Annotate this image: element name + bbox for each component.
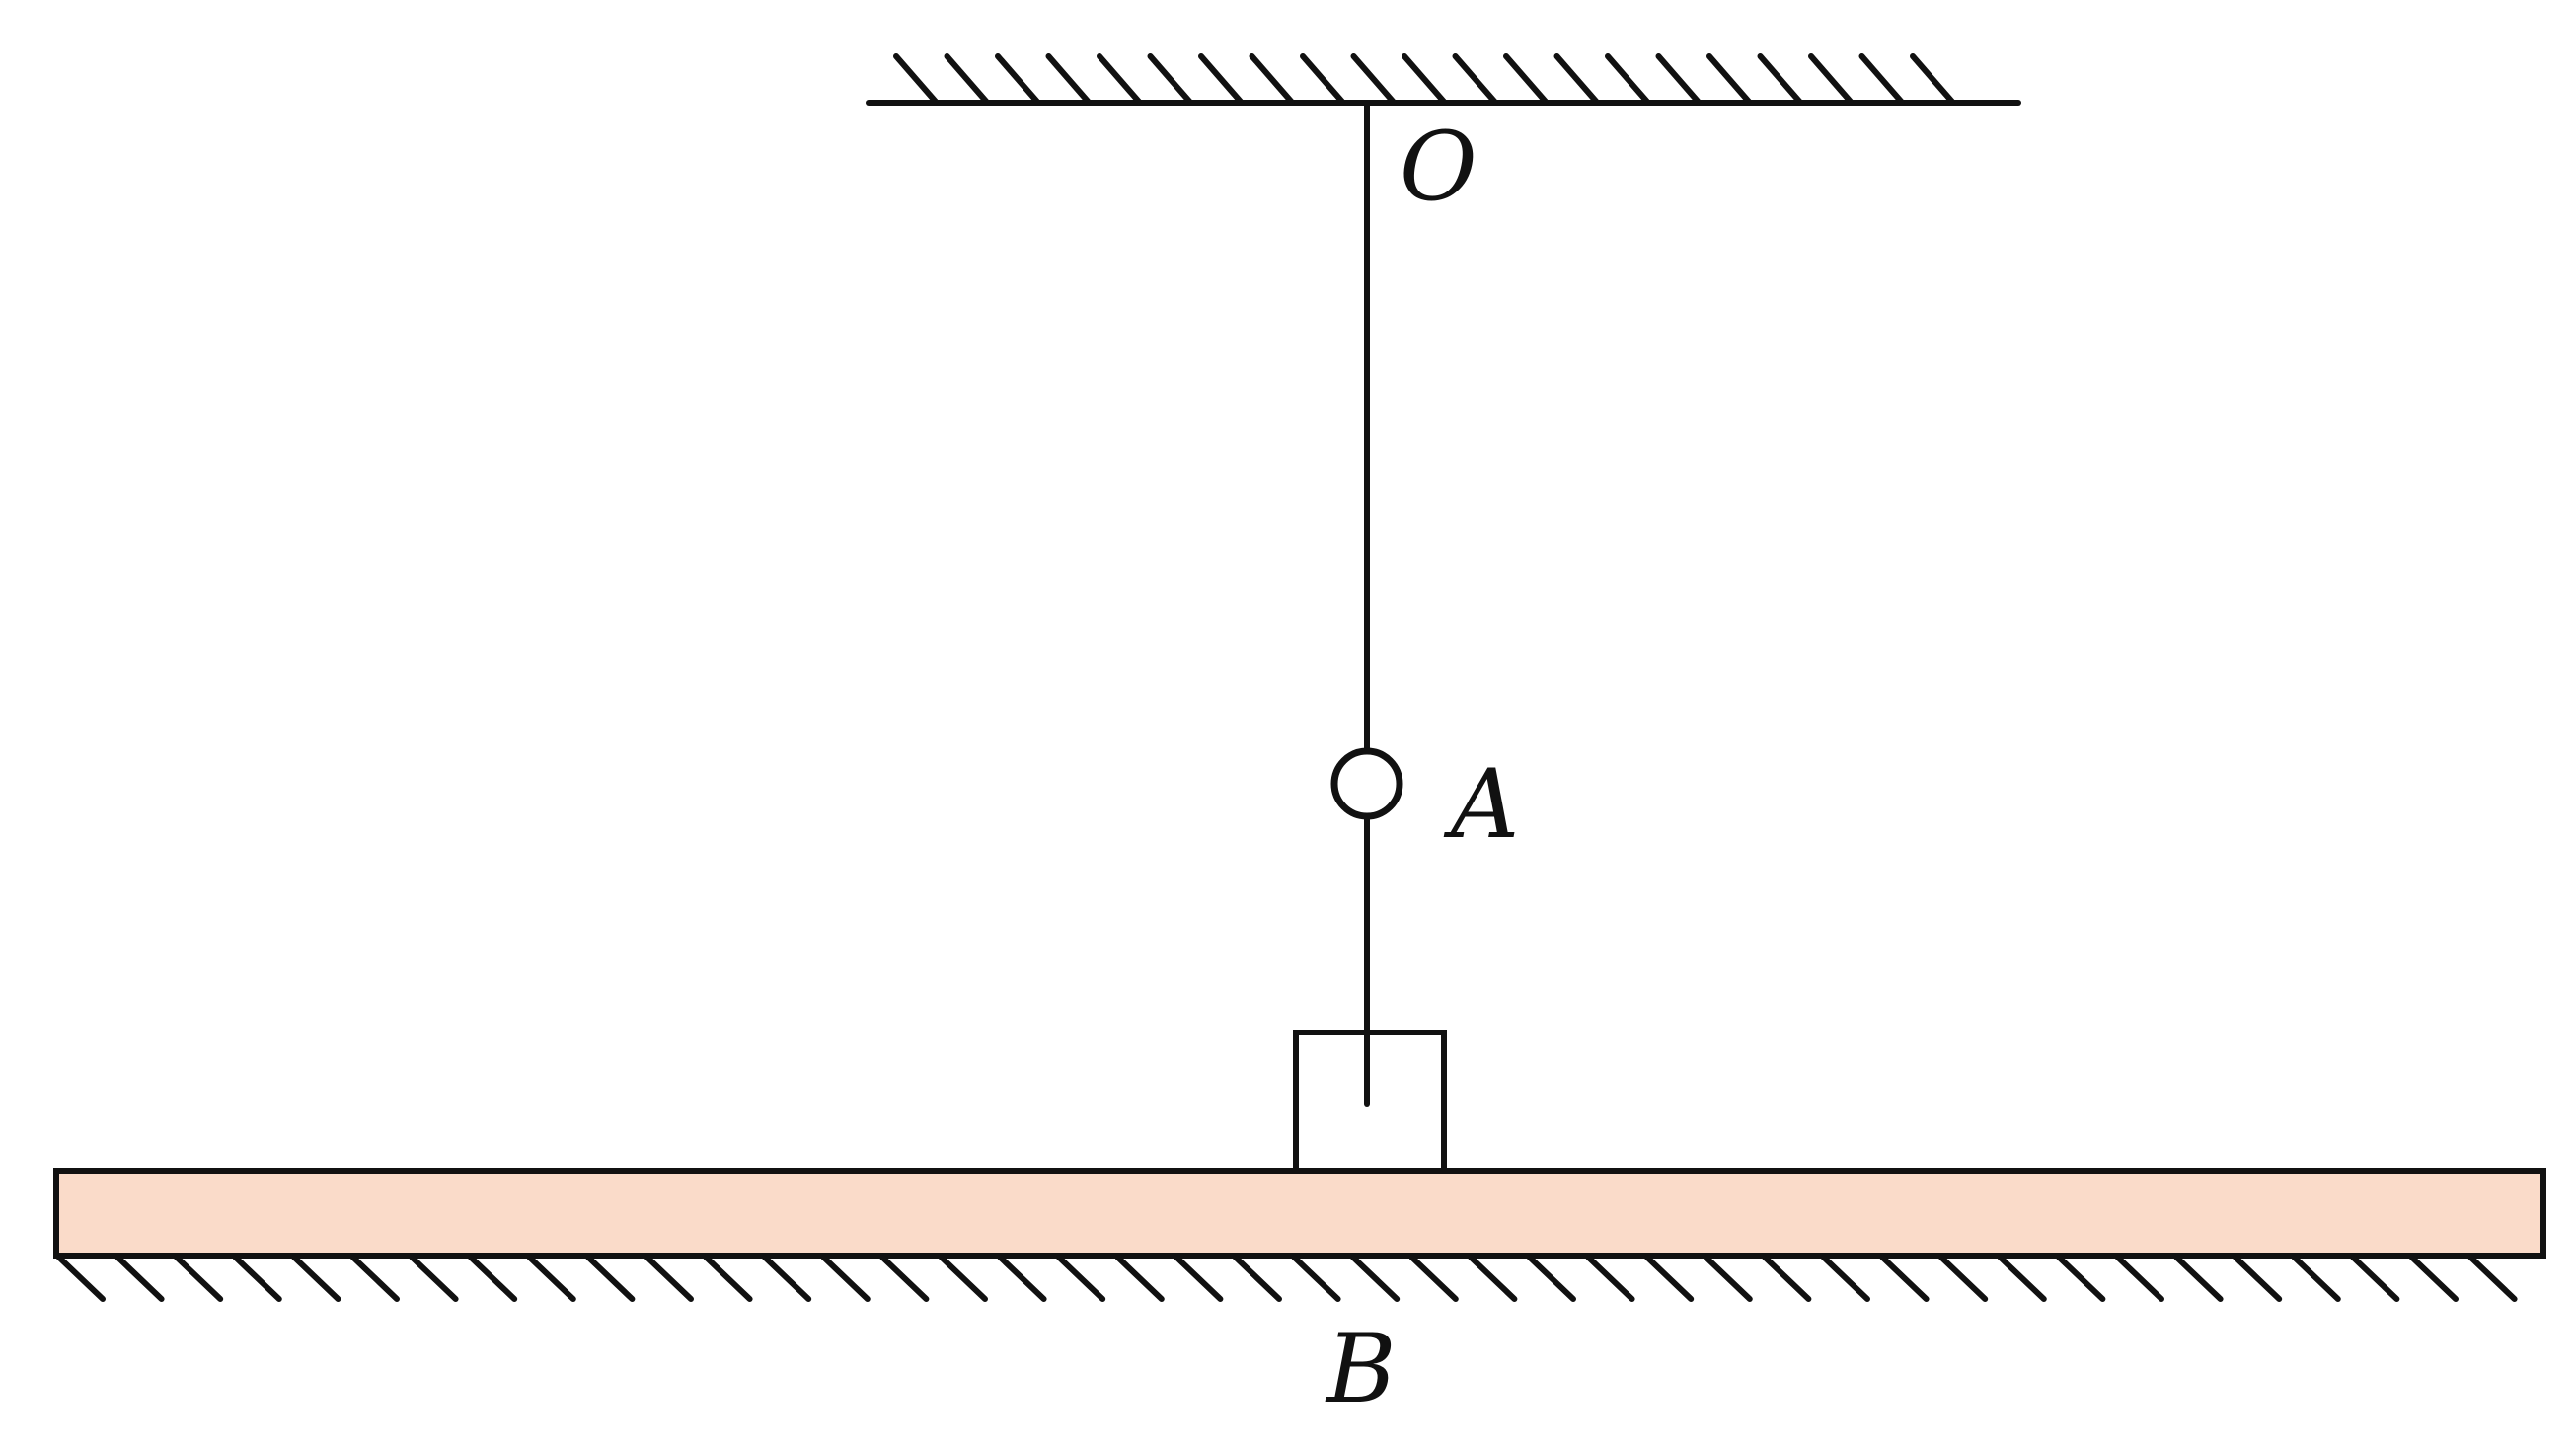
floor-hatch-mark	[644, 1255, 694, 1302]
ceiling-hatch-mark	[1503, 53, 1549, 105]
ceiling-hatch-mark	[1605, 53, 1650, 105]
floor-hatch-mark	[1644, 1255, 1695, 1302]
label-o: O	[1400, 112, 1477, 222]
ceiling-hatch-mark	[893, 53, 939, 105]
ceiling-hatch-mark	[1045, 53, 1092, 105]
floor-hatch-mark	[703, 1255, 753, 1302]
floor-hatch-mark	[291, 1255, 341, 1302]
floor-hatching	[56, 1255, 2518, 1302]
ceiling-hatch-mark	[995, 53, 1040, 105]
ceiling-hatch-mark	[1198, 53, 1244, 105]
floor-hatch-mark	[1174, 1255, 1224, 1302]
floor-hatch-mark	[1997, 1255, 2047, 1302]
ceiling-hatch-mark	[944, 53, 990, 105]
ceiling-hatch-mark	[1655, 53, 1702, 105]
ceiling	[866, 53, 2021, 106]
ceiling-hatch-mark	[1402, 53, 1447, 105]
floor-hatch-mark	[232, 1255, 282, 1302]
floor-hatch-mark	[114, 1255, 165, 1302]
ceiling-hatch-mark	[1147, 53, 1193, 105]
floor-hatch-mark	[997, 1255, 1047, 1302]
floor-hatch-mark	[939, 1255, 988, 1302]
floor-hatch-mark	[2056, 1255, 2106, 1302]
floor-hatch-mark	[468, 1255, 518, 1302]
floor-hatch-mark	[526, 1255, 576, 1302]
ceiling-hatch-mark	[1097, 53, 1142, 105]
label-b: B	[1325, 1314, 1397, 1424]
floor-hatch-mark	[1703, 1255, 1753, 1302]
ceiling-hatch-mark	[1858, 53, 1905, 105]
floor-hatch-mark	[1879, 1255, 1930, 1302]
floor-hatch-mark	[2291, 1255, 2341, 1302]
floor-hatch-mark	[174, 1255, 224, 1302]
floor-hatch-mark	[350, 1255, 400, 1302]
floor-hatch-mark	[1762, 1255, 1812, 1302]
floor-hatch-mark	[1938, 1255, 1989, 1302]
ceiling-hatch-mark	[1808, 53, 1854, 105]
floor-hatch-mark	[762, 1255, 812, 1302]
ceiling-hatch-mark	[1553, 53, 1600, 105]
floor-hatch-mark	[2233, 1255, 2283, 1302]
floor-hatch-mark	[2173, 1255, 2224, 1302]
floor-hatch-mark	[56, 1255, 106, 1302]
ceiling-hatch-mark	[1452, 53, 1498, 105]
floor-hatch-mark	[1527, 1255, 1576, 1302]
board-b	[53, 1168, 2546, 1259]
floor-hatch-mark	[1291, 1255, 1341, 1302]
floor-hatch-mark	[2115, 1255, 2164, 1302]
floor-hatch-mark	[1350, 1255, 1401, 1302]
floor-hatch-mark	[1585, 1255, 1635, 1302]
ceiling-hatch-mark	[1249, 53, 1295, 105]
floor-hatch-mark	[2467, 1255, 2518, 1302]
floor-hatch-mark	[1821, 1255, 1870, 1302]
floor-hatch-mark	[2409, 1255, 2459, 1302]
ceiling-hatch-mark	[1350, 53, 1397, 105]
ceiling-hatching	[893, 53, 1955, 105]
floor-hatch-mark	[1468, 1255, 1518, 1302]
ceiling-hatch-mark	[1757, 53, 1803, 105]
floor-hatch-mark	[2350, 1255, 2400, 1302]
floor-hatch-mark	[1056, 1255, 1106, 1302]
ceiling-hatch-mark	[1706, 53, 1752, 105]
floor-hatch-mark	[409, 1255, 459, 1302]
label-a: A	[1443, 749, 1519, 860]
floor-hatch-mark	[1114, 1255, 1165, 1302]
floor-hatch-mark	[879, 1255, 930, 1302]
ceiling-hatch-mark	[1300, 53, 1345, 105]
floor-hatch-mark	[585, 1255, 636, 1302]
ball-a	[1330, 747, 1403, 820]
floor-hatch-mark	[1408, 1255, 1459, 1302]
ceiling-hatch-mark	[1910, 53, 1955, 105]
floor-hatch-mark	[820, 1255, 871, 1302]
floor-hatch-mark	[1233, 1255, 1282, 1302]
